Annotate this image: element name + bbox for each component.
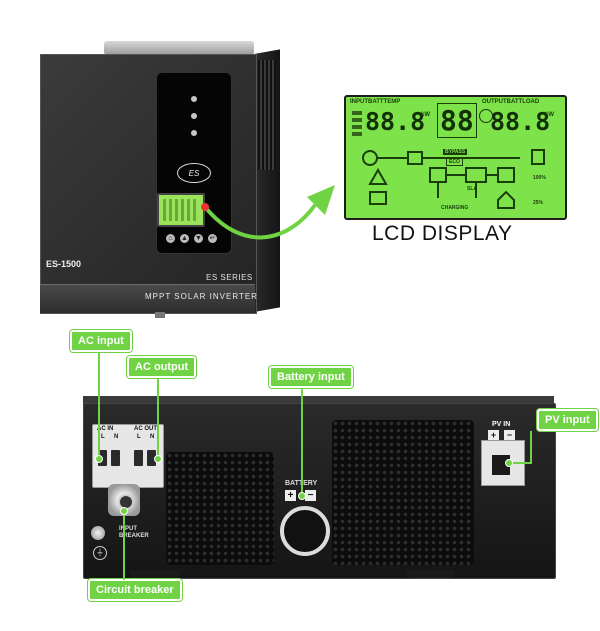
mounting-bolt xyxy=(91,526,105,540)
model-label: ES-1500 xyxy=(46,259,82,269)
ac-in-label: AC IN xyxy=(97,426,114,432)
ac-out-l-terminal[interactable] xyxy=(134,450,143,466)
rear-foot-left xyxy=(130,570,180,578)
circuit-breaker-line xyxy=(123,510,125,580)
lcd-mode-icons xyxy=(352,111,362,139)
ac-out-n-terminal[interactable] xyxy=(147,450,156,466)
lcd-power-flow-diagram xyxy=(362,149,545,209)
pv-minus: − xyxy=(504,430,515,440)
led-indicator-icon xyxy=(191,113,197,119)
enter-button[interactable]: ↵ xyxy=(208,234,217,243)
lcd-pct-25: 25% xyxy=(533,200,544,206)
arrow-icon xyxy=(201,185,335,240)
lcd-warning-icon xyxy=(479,109,493,123)
circuit-breaker-dot xyxy=(120,507,128,515)
down-button[interactable]: ▼ xyxy=(194,234,203,243)
ac-out-n-label: N xyxy=(150,434,155,440)
battery-port[interactable] xyxy=(280,506,330,556)
front-bottom-strip xyxy=(40,284,255,313)
lcd-output-header: OUTPUTBATTLOAD xyxy=(482,99,540,105)
battery-minus: − xyxy=(305,490,316,501)
pv-input-dot xyxy=(505,459,513,467)
ac-input-callout: AC input xyxy=(70,330,132,352)
ground-icon: ⏚ xyxy=(93,546,107,560)
ac-out-l-label: L xyxy=(137,434,141,440)
pv-input-line-h xyxy=(510,462,530,464)
battery-input-dot xyxy=(298,492,306,500)
ac-in-n-label: N xyxy=(114,434,119,440)
pv-input-line-v xyxy=(530,431,532,464)
ac-out-label: AC OUT xyxy=(134,426,157,432)
lcd-sla: SLA xyxy=(467,186,477,192)
led-indicator-icon xyxy=(191,96,197,102)
ac-output-dot xyxy=(154,455,162,463)
mounting-bracket xyxy=(104,41,254,55)
circuit-breaker-callout: Circuit breaker xyxy=(88,579,182,601)
ac-input-line xyxy=(98,352,100,457)
menu-button[interactable]: ⌂ xyxy=(166,234,175,243)
lcd-bypass: BYPASS xyxy=(443,149,468,155)
lcd-center-digits: 88 xyxy=(437,103,477,138)
lcd-left-digits: 88.8 xyxy=(365,107,426,136)
lcd-input-header: INPUTBATTTEMP xyxy=(350,99,401,105)
lcd-right-digits: 88.8 xyxy=(490,107,551,136)
battery-plus: + xyxy=(285,490,296,501)
lcd-charging: CHARGING xyxy=(441,205,469,211)
ac-output-line xyxy=(157,378,159,457)
bottom-connector xyxy=(155,312,165,318)
ac-in-l-label: L xyxy=(101,434,105,440)
side-vents xyxy=(258,60,276,170)
series-label: ES SERIES xyxy=(206,273,253,282)
pv-plus: + xyxy=(488,430,499,440)
pv-input-callout: PV input xyxy=(537,409,598,431)
up-button[interactable]: ▲ xyxy=(180,234,189,243)
fan-grille-right xyxy=(332,420,474,565)
product-description: MPPT SOLAR INVERTER xyxy=(145,292,258,301)
lcd-pct-100: 100% xyxy=(533,175,546,181)
pv-in-label: PV IN xyxy=(492,421,511,428)
brand-logo: ES xyxy=(177,163,211,183)
rear-top-edge xyxy=(83,396,554,406)
ac-in-n-terminal[interactable] xyxy=(111,450,120,466)
ac-input-dot xyxy=(95,455,103,463)
fan-grille-left xyxy=(166,452,274,565)
battery-input-line xyxy=(301,388,303,494)
battery-input-callout: Battery input xyxy=(269,366,353,388)
led-indicator-icon xyxy=(191,130,197,136)
rear-foot-right xyxy=(405,570,455,578)
input-breaker-label: INPUT BREAKER xyxy=(119,526,149,539)
lcd-caption: LCD DISPLAY xyxy=(372,222,513,245)
lcd-left-units: kW xyxy=(421,112,430,118)
ac-output-callout: AC output xyxy=(127,356,197,378)
lcd-right-units: kW xyxy=(545,112,554,118)
